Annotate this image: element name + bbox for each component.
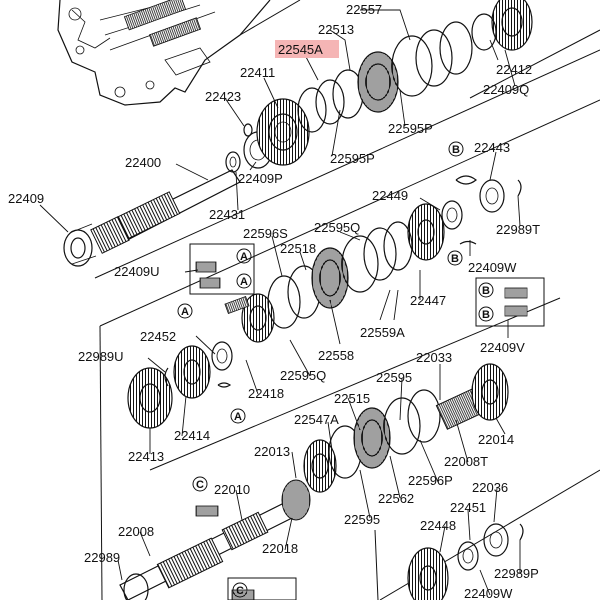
callout-a-icon	[236, 273, 252, 289]
part-label-22595q[interactable]: 22595Q	[314, 220, 360, 235]
callout-b-icon	[447, 250, 463, 266]
lower-right-assembly	[303, 363, 509, 493]
part-label-22518[interactable]: 22518	[280, 241, 316, 256]
callout-box-b	[475, 277, 545, 327]
part-label-22596p[interactable]: 22596P	[408, 473, 453, 488]
part-label-22448[interactable]: 22448	[420, 518, 456, 533]
callout-a-label: A	[234, 411, 242, 423]
part-label-22418[interactable]: 22418	[248, 386, 284, 401]
middle-assembly	[195, 221, 528, 343]
part-label-22423[interactable]: 22423	[205, 89, 241, 104]
callout-c-icon	[192, 476, 208, 492]
part-label-22411[interactable]: 22411	[240, 65, 275, 80]
part-label-22989[interactable]: 22989	[84, 550, 120, 565]
part-label-22447[interactable]: 22447	[410, 293, 446, 308]
callout-a-icon	[230, 408, 246, 424]
part-label-22409w[interactable]: 22409W	[464, 586, 513, 600]
part-label-22452[interactable]: 22452	[140, 329, 176, 344]
callout-b-icon	[448, 141, 464, 157]
part-label-22409p[interactable]: 22409P	[238, 171, 283, 186]
part-label-22014[interactable]: 22014	[478, 432, 514, 447]
part-label-22409v[interactable]: 22409V	[480, 340, 525, 355]
callout-box-c	[227, 577, 297, 600]
callout-b-icon	[478, 282, 494, 298]
part-label-22018[interactable]: 22018	[262, 541, 298, 556]
part-label-22409[interactable]: 22409	[8, 191, 44, 206]
leader-lines	[39, 9, 521, 596]
callout-a-label: A	[240, 251, 248, 263]
part-label-22595q[interactable]: 22595Q	[280, 368, 326, 383]
callout-a-label: A	[181, 306, 189, 318]
part-label-22547a[interactable]: 22547A	[294, 412, 339, 427]
middle-right-assembly	[407, 175, 522, 261]
part-label-22989p[interactable]: 22989P	[494, 566, 539, 581]
part-label-22443[interactable]: 22443	[474, 140, 510, 155]
part-label-22400[interactable]: 22400	[125, 155, 161, 170]
upper-shaft-assembly	[63, 0, 533, 267]
callout-a-icon	[236, 248, 252, 264]
part-label-22558[interactable]: 22558	[318, 348, 354, 363]
callout-b-label: B	[482, 285, 490, 297]
part-label-22412[interactable]: 22412	[496, 62, 532, 77]
callout-c-label: C	[196, 479, 204, 491]
highlighted-part-background	[275, 40, 339, 58]
part-label-22449[interactable]: 22449	[372, 188, 408, 203]
part-label-22559a[interactable]: 22559A	[360, 325, 405, 340]
part-label-22413[interactable]: 22413	[128, 449, 164, 464]
callout-box-a	[189, 243, 255, 295]
bottom-shaft	[119, 479, 311, 600]
callout-b-icon	[478, 306, 494, 322]
part-label-22595p[interactable]: 22595P	[388, 121, 433, 136]
bottom-right-assembly	[407, 523, 524, 600]
callout-a-label: A	[240, 276, 248, 288]
part-label-22989t[interactable]: 22989T	[496, 222, 540, 237]
part-label-22562[interactable]: 22562	[378, 491, 414, 506]
part-label-22008t[interactable]: 22008T	[444, 454, 488, 469]
part-label-22557[interactable]: 22557	[346, 2, 382, 17]
part-label-22545a[interactable]: 22545A	[278, 42, 323, 57]
part-labels: 22557 22513 22545A 22411 22412 22409Q 22…	[8, 2, 540, 600]
part-label-22409u[interactable]: 22409U	[114, 264, 160, 279]
transmission-case-illustration	[57, 0, 271, 106]
part-label-22036[interactable]: 22036	[472, 480, 508, 495]
part-label-22431[interactable]: 22431	[209, 207, 245, 222]
left-middle-gears	[127, 341, 233, 429]
callout-b-label: B	[451, 253, 459, 265]
callout-marks: A A A A B B B B C C	[177, 141, 545, 600]
part-label-22595p[interactable]: 22595P	[330, 151, 375, 166]
part-label-22989u[interactable]: 22989U	[78, 349, 124, 364]
part-label-22409q[interactable]: 22409Q	[483, 82, 529, 97]
part-label-22451[interactable]: 22451	[450, 500, 486, 515]
part-label-22008[interactable]: 22008	[118, 524, 154, 539]
part-label-22595[interactable]: 22595	[376, 370, 412, 385]
part-label-22414[interactable]: 22414	[174, 428, 210, 443]
section-frames	[94, 0, 600, 600]
callout-b-label: B	[452, 144, 460, 156]
part-label-22010[interactable]: 22010	[214, 482, 250, 497]
callout-c-label: C	[236, 585, 244, 597]
part-label-22033[interactable]: 22033	[416, 350, 452, 365]
part-label-22595[interactable]: 22595	[344, 512, 380, 527]
part-label-22515[interactable]: 22515	[334, 391, 370, 406]
part-label-22013[interactable]: 22013	[254, 444, 290, 459]
callout-c-icon	[232, 582, 248, 598]
callout-a-icon	[177, 303, 193, 319]
part-label-22596s[interactable]: 22596S	[243, 226, 288, 241]
part-label-22409w[interactable]: 22409W	[468, 260, 517, 275]
callout-b-label: B	[482, 309, 490, 321]
part-label-22513[interactable]: 22513	[318, 22, 354, 37]
